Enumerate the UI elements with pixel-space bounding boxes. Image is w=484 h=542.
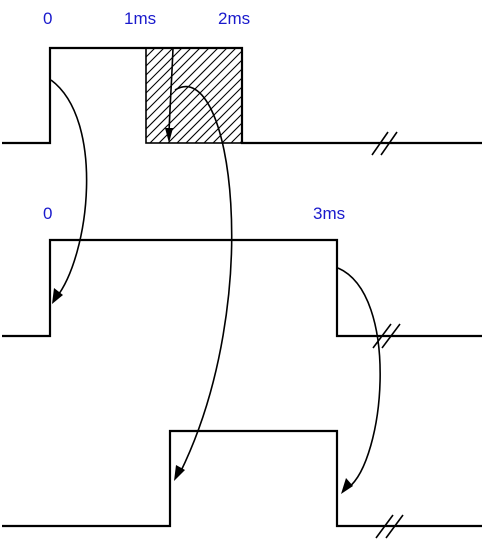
hatch-line xyxy=(258,48,353,143)
hatch-line xyxy=(158,59,242,143)
label-top-zero: 0 xyxy=(43,9,52,28)
hatch-line xyxy=(267,48,362,143)
hatch-line xyxy=(230,131,242,143)
hatch-line xyxy=(185,86,242,143)
hatch-line xyxy=(146,48,228,130)
hatch-line xyxy=(249,48,344,143)
hatch-line xyxy=(146,48,210,112)
hatch-line xyxy=(146,48,237,139)
label-top-2ms: 2ms xyxy=(218,9,250,28)
break-mark-middle xyxy=(372,323,401,349)
arrow-top-to-bottom xyxy=(174,86,233,481)
hatch-line xyxy=(146,48,165,67)
hatch-line xyxy=(149,50,242,143)
hatch-line xyxy=(294,48,389,143)
break-mark-bottom xyxy=(375,514,404,539)
hatch-line xyxy=(176,77,242,143)
hatch-line xyxy=(146,48,174,76)
hatch-line xyxy=(303,48,398,143)
hatch-line xyxy=(146,48,201,103)
hatch-line xyxy=(146,48,192,94)
hatch-line xyxy=(330,48,425,143)
hatch-line xyxy=(221,122,242,143)
hatch-line xyxy=(212,113,242,143)
hatch-line xyxy=(146,48,156,58)
waveform-middle xyxy=(2,238,482,338)
hatch-line xyxy=(146,48,183,85)
label-mid-zero: 0 xyxy=(43,204,52,223)
hatch-line xyxy=(312,48,407,143)
label-mid-3ms: 3ms xyxy=(313,204,345,223)
hatch-line xyxy=(203,104,242,143)
hatched-region xyxy=(145,47,425,144)
hatch-line xyxy=(167,68,242,143)
hatch-line xyxy=(321,48,416,143)
hatch-line xyxy=(239,140,242,143)
hatch-line xyxy=(194,95,242,143)
label-top-1ms: 1ms xyxy=(124,9,156,28)
arrow-top-to-middle xyxy=(50,79,88,304)
break-mark-top xyxy=(371,131,398,156)
hatch-line xyxy=(276,48,371,143)
waveform-top xyxy=(2,46,482,145)
arrow-1ms-drop xyxy=(165,47,174,143)
hatch-line xyxy=(285,48,380,143)
waveform-bottom xyxy=(2,429,482,528)
arrow-middle-to-bottom xyxy=(337,267,381,494)
